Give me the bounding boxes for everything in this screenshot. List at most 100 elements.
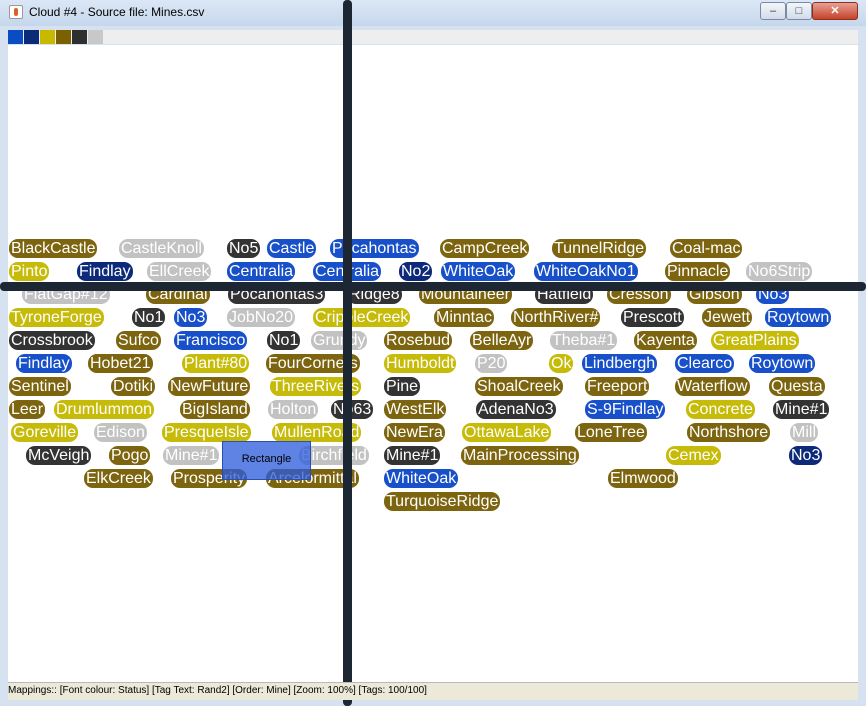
tag-pill[interactable]: Concrete	[686, 400, 755, 419]
tag-pill[interactable]: Minntac	[434, 308, 495, 327]
tag-pill[interactable]: CastleKnoll	[119, 239, 204, 258]
tag-pill[interactable]: PresqueIsle	[162, 423, 251, 442]
tag-pill[interactable]: Drumlummon	[54, 400, 155, 419]
tag-pill[interactable]: Mine#1	[384, 446, 441, 465]
tag-pill[interactable]: TurquoiseRidge	[384, 492, 501, 511]
tag-pill[interactable]: Pocahontas	[330, 239, 419, 258]
tag-pill[interactable]: ElkCreek	[84, 469, 153, 488]
tag-pill[interactable]: Pinnacle	[665, 262, 731, 281]
tag-pill[interactable]: ShoalCreek	[475, 377, 563, 396]
palette-swatch[interactable]	[24, 30, 39, 44]
tag-pill[interactable]: WhiteOak	[441, 262, 516, 281]
tag-pill[interactable]: Clearco	[675, 354, 735, 373]
tag-pill[interactable]: No5	[227, 239, 261, 258]
palette-swatch[interactable]	[8, 30, 23, 44]
tag-pill[interactable]: No63	[331, 400, 374, 419]
tag-pill[interactable]: Roytown	[749, 354, 816, 373]
tag-pill[interactable]: Coal-mac	[670, 239, 743, 258]
tag-pill[interactable]: Mill	[790, 423, 818, 442]
palette-swatch[interactable]	[56, 30, 71, 44]
tag-pill[interactable]: AdenaNo3	[476, 400, 556, 419]
tag-pill[interactable]: Kayenta	[634, 331, 697, 350]
tag-pill[interactable]: Edison	[94, 423, 147, 442]
tag-pill[interactable]: No1	[267, 331, 301, 350]
tag-pill[interactable]: OttawaLake	[462, 423, 552, 442]
tag-pill[interactable]: BlackCastle	[9, 239, 98, 258]
tag-pill[interactable]: GreatPlains	[711, 331, 799, 350]
tag-pill[interactable]: CampCreek	[440, 239, 530, 258]
tag-pill[interactable]: Prescott	[621, 308, 684, 327]
minimize-button[interactable]: –	[760, 2, 786, 20]
tag-pill[interactable]: Leer	[9, 400, 46, 419]
tag-pill[interactable]: Rosebud	[384, 331, 453, 350]
palette-swatch[interactable]	[88, 30, 103, 44]
tag-pill[interactable]: Dotiki	[111, 377, 156, 396]
tag-pill[interactable]: Centralia	[227, 262, 296, 281]
maximize-button[interactable]: □	[786, 2, 812, 20]
rectangle-selection[interactable]: Rectangle	[222, 441, 311, 480]
tag-pill[interactable]: P20	[475, 354, 508, 373]
tag-pill[interactable]: Sufco	[116, 331, 161, 350]
tag-pill[interactable]: Ok	[549, 354, 574, 373]
tag-pill[interactable]: Lindbergh	[582, 354, 658, 373]
tag-pill[interactable]: Findlay	[77, 262, 133, 281]
tag-cloud-canvas[interactable]: BlackCastle CastleKnoll No5 Castle Pocah…	[8, 45, 858, 682]
tag-pill[interactable]: LoneTree	[575, 423, 647, 442]
tag-pill[interactable]: Crossbrook	[9, 331, 95, 350]
tag-pill[interactable]: No3	[174, 308, 208, 327]
tag-pill[interactable]: Findlay	[16, 354, 72, 373]
tag-pill[interactable]: No2	[399, 262, 433, 281]
tag-pill[interactable]: NewFuture	[168, 377, 251, 396]
tag-pill[interactable]: Waterflow	[675, 377, 750, 396]
tag-pill[interactable]: Freeport	[585, 377, 650, 396]
tag-pill[interactable]: ThreeRivers	[270, 377, 362, 396]
tag-pill[interactable]: Mine#1	[773, 400, 830, 419]
palette-swatch[interactable]	[72, 30, 87, 44]
tag-pill[interactable]: JobNo20	[227, 308, 296, 327]
close-button[interactable]: ✕	[812, 2, 858, 20]
tag-pill[interactable]: MainProcessing	[461, 446, 579, 465]
tag-pill[interactable]: No1	[132, 308, 166, 327]
tag-pill[interactable]: WhiteOakNo1	[534, 262, 638, 281]
tag-pill[interactable]: TunnelRidge	[552, 239, 647, 258]
tag-pill[interactable]: Jewett	[702, 308, 753, 327]
tag-pill[interactable]: Francisco	[174, 331, 248, 350]
tag-pill[interactable]: EllCreek	[147, 262, 212, 281]
tag-pill[interactable]: S-9Findlay	[585, 400, 666, 419]
tag-pill[interactable]: BigIsland	[180, 400, 250, 419]
tag-pill[interactable]: McVeigh	[26, 446, 92, 465]
tag-pill[interactable]: CrippleCreek	[313, 308, 411, 327]
crosshair-horizontal-line[interactable]	[0, 282, 866, 291]
tag-pill[interactable]: Questa	[769, 377, 825, 396]
tag-pill[interactable]: Pogo	[109, 446, 151, 465]
tag-pill[interactable]: NorthRiver#	[511, 308, 601, 327]
tag-pill[interactable]: No6Strip	[746, 262, 813, 281]
tag-pill[interactable]: Sentinel	[9, 377, 71, 396]
tag-pill[interactable]: Hobet21	[88, 354, 153, 373]
tag-pill[interactable]: Pine	[384, 377, 421, 396]
tag-pill[interactable]: BelleAyr	[470, 331, 534, 350]
tag-pill[interactable]: Humboldt	[384, 354, 457, 373]
tag-pill[interactable]: Goreville	[11, 423, 79, 442]
tag-pill[interactable]: Cemex	[666, 446, 721, 465]
title-bar[interactable]: Cloud #4 - Source file: Mines.csv – □ ✕	[0, 0, 866, 26]
tag-pill[interactable]: FourCorners	[266, 354, 360, 373]
tag-pill[interactable]: WhiteOak	[384, 469, 459, 488]
tag-pill[interactable]: TyroneForge	[9, 308, 104, 327]
tag-pill[interactable]: Elmwood	[608, 469, 678, 488]
tag-pill[interactable]: Pinto	[9, 262, 50, 281]
tag-pill[interactable]: Grundy	[311, 331, 368, 350]
tag-pill[interactable]: No3	[789, 446, 823, 465]
tag-pill[interactable]: Mine#1	[163, 446, 220, 465]
tag-pill[interactable]: Plant#80	[182, 354, 250, 373]
tag-pill[interactable]: MullenRoad	[272, 423, 362, 442]
tag-pill[interactable]: Theba#1	[550, 331, 618, 350]
tag-pill[interactable]: Holton	[268, 400, 319, 419]
tag-pill[interactable]: NewEra	[384, 423, 445, 442]
tag-pill[interactable]: Roytown	[765, 308, 832, 327]
crosshair-vertical-line[interactable]	[343, 0, 352, 706]
tag-pill[interactable]: Castle	[267, 239, 317, 258]
tag-pill[interactable]: Northshore	[687, 423, 771, 442]
palette-swatch[interactable]	[40, 30, 55, 44]
tag-pill[interactable]: WestElk	[384, 400, 447, 419]
